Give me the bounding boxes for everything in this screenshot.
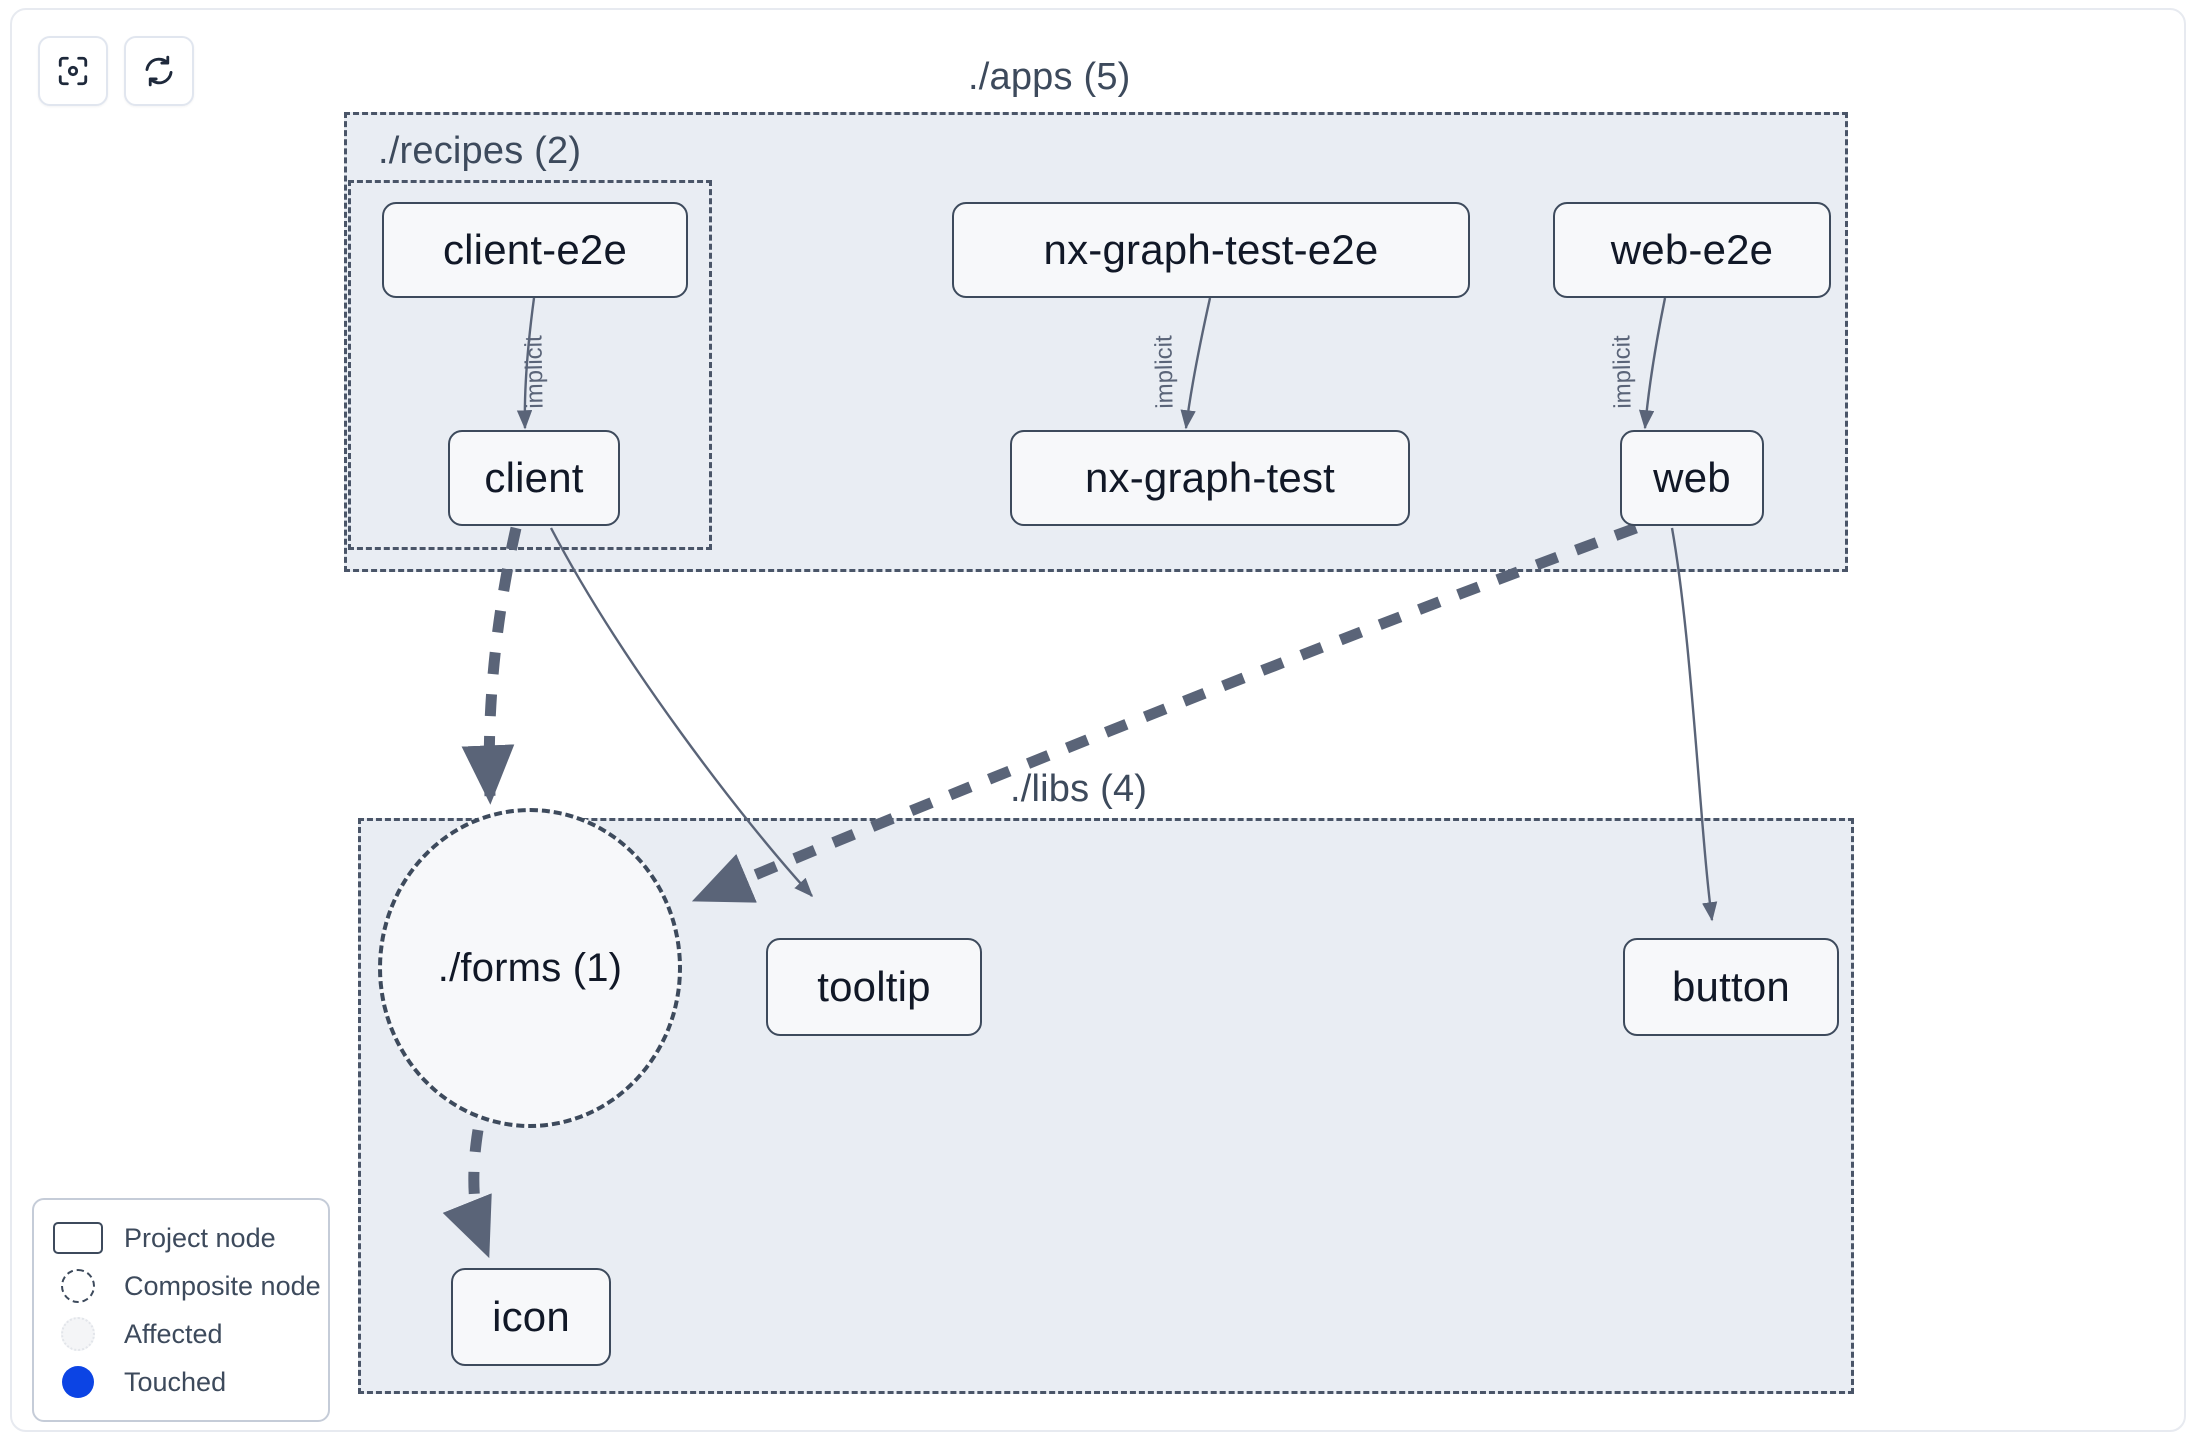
- refresh-graph-button[interactable]: [124, 36, 194, 106]
- legend-item-project-node: Project node: [50, 1214, 312, 1262]
- group-label-apps: ./apps (5): [968, 56, 1131, 98]
- project-node-client[interactable]: client: [448, 430, 620, 526]
- group-label-libs: ./libs (4): [1010, 768, 1148, 810]
- project-node-nx-graph-test-e2e[interactable]: nx-graph-test-e2e: [952, 202, 1470, 298]
- legend-label: Affected: [124, 1318, 223, 1349]
- group-label-recipes: ./recipes (2): [378, 130, 582, 172]
- legend-label: Project node: [124, 1222, 276, 1253]
- project-node-tooltip[interactable]: tooltip: [766, 938, 982, 1036]
- node-label: web-e2e: [1610, 226, 1774, 273]
- node-label: button: [1672, 963, 1790, 1010]
- graph-toolbar: [38, 36, 194, 106]
- project-node-client-e2e[interactable]: client-e2e: [382, 202, 688, 298]
- legend-label: Touched: [124, 1366, 227, 1397]
- legend-label: Composite node: [124, 1270, 321, 1301]
- edge-label-implicit-nx-graph-test: implicit: [1150, 335, 1179, 409]
- project-node-icon[interactable]: icon: [451, 1268, 611, 1366]
- focus-target-icon: [56, 54, 90, 88]
- node-label: tooltip: [817, 963, 931, 1010]
- edge-label-implicit-client: implicit: [520, 335, 549, 409]
- graph-legend: Project node Composite node Affected Tou…: [32, 1198, 330, 1422]
- legend-item-composite-node: Composite node: [50, 1262, 321, 1310]
- refresh-icon: [142, 54, 176, 88]
- focus-graph-button[interactable]: [38, 36, 108, 106]
- project-node-nx-graph-test[interactable]: nx-graph-test: [1010, 430, 1410, 526]
- node-label: nx-graph-test: [1084, 454, 1336, 501]
- node-label: client: [484, 454, 584, 501]
- edge-label-implicit-web: implicit: [1608, 335, 1637, 409]
- project-node-web-e2e[interactable]: web-e2e: [1553, 202, 1831, 298]
- node-label: nx-graph-test-e2e: [1043, 226, 1379, 273]
- legend-item-affected: Affected: [50, 1310, 312, 1358]
- composite-node-swatch: [50, 1269, 106, 1303]
- node-label: icon: [492, 1293, 570, 1340]
- project-node-web[interactable]: web: [1620, 430, 1764, 526]
- node-label: web: [1653, 454, 1731, 501]
- touched-swatch: [50, 1366, 106, 1398]
- project-node-swatch: [50, 1222, 106, 1254]
- node-label: ./forms (1): [437, 945, 623, 990]
- project-node-button[interactable]: button: [1623, 938, 1839, 1036]
- composite-node-forms[interactable]: ./forms (1): [378, 808, 682, 1128]
- legend-item-touched: Touched: [50, 1358, 312, 1406]
- node-label: client-e2e: [442, 226, 628, 273]
- affected-swatch: [50, 1317, 106, 1351]
